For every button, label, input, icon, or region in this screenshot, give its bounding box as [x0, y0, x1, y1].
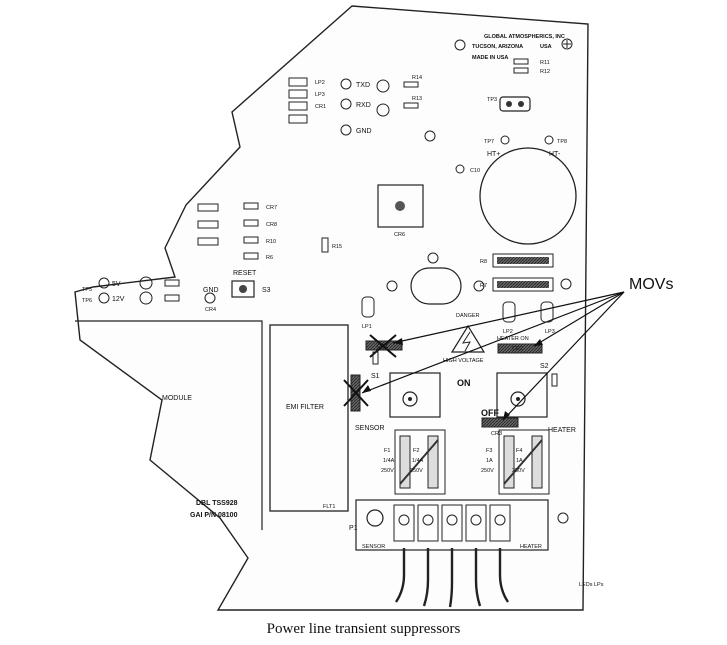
sensor-label: SENSOR [355, 425, 385, 432]
gnd2-label: GND [203, 287, 219, 294]
part-label: R11 [540, 60, 550, 66]
svg-text:F1: F1 [384, 448, 390, 454]
part-label: CR2 [512, 346, 523, 352]
company-name: GLOBAL ATMOSPHERICS, INC [484, 34, 565, 40]
svg-text:1A: 1A [486, 458, 493, 464]
tp7-label: TP7 [484, 139, 494, 145]
svg-text:1A: 1A [516, 458, 523, 464]
wires [394, 548, 510, 608]
s1-label: S1 [371, 373, 380, 380]
danger-label: DANGER [456, 313, 480, 319]
part-label: FLT1 [323, 504, 335, 510]
arrow-heads [362, 338, 543, 420]
s2-label: S2 [540, 363, 549, 370]
svg-text:250V: 250V [512, 468, 525, 474]
fuse-label-f4: F4 1A 250V [512, 448, 525, 474]
mount-hole [561, 38, 573, 50]
reset-label: RESET [233, 270, 257, 277]
part-label: CR6 [394, 232, 405, 238]
part-label: LP2 [503, 329, 513, 335]
made-in-label: MADE IN USA [472, 55, 508, 61]
ht-minus-label: HT- [549, 151, 561, 158]
bridge-rectifier [377, 184, 424, 228]
part-label: R15 [332, 244, 342, 250]
svg-text:250V: 250V [481, 468, 494, 474]
v12-label: 12V [112, 296, 125, 303]
connector-p5 [499, 96, 531, 112]
heater-on-label: HEATER ON [497, 336, 529, 342]
part-label: LP1 [362, 324, 372, 330]
off-label: OFF [481, 408, 499, 418]
part-label: LP3 [315, 92, 325, 98]
mov-cr2 [497, 343, 543, 354]
movs-callout-label: MOVs [629, 276, 674, 293]
c10-label: C10 [470, 168, 480, 174]
part-label: CR1 [377, 344, 388, 350]
part-label: TP6 [82, 298, 92, 304]
gnd-label: GND [356, 128, 372, 135]
part-label: R10 [266, 239, 276, 245]
figure-caption: Power line transient suppressors [266, 621, 461, 637]
emi-filter-label: EMI FILTER [286, 404, 324, 411]
mount-hole [454, 39, 466, 51]
tp8-label: TP8 [557, 139, 567, 145]
city-label: TUCSON, ARIZONA [472, 44, 523, 50]
fuse-label-f1: F1 1/4A 250V [381, 448, 395, 474]
mov-cr4 [481, 417, 519, 428]
svg-text:250V: 250V [410, 468, 423, 474]
part-number-label: GAI P/N 08100 [190, 512, 238, 519]
fuse-label-f2: F2 1/4A 250V [410, 448, 424, 474]
country-label: USA [540, 44, 552, 50]
part-label: CR1 [315, 104, 326, 110]
part-label: TP3 [487, 97, 497, 103]
svg-text:250V: 250V [381, 468, 394, 474]
part-label: R12 [540, 69, 550, 75]
emi-filter [269, 324, 349, 512]
rxd-label: RXD [356, 102, 371, 109]
heater-label: HEATER [548, 427, 576, 434]
fuse-block [394, 429, 550, 495]
sensor-bottom-label: SENSOR [362, 544, 385, 550]
part-label: TP5 [82, 287, 92, 293]
mov-callout-arrows [361, 291, 625, 421]
board-outline [74, 5, 589, 611]
v5-label: 5V [112, 281, 121, 288]
high-voltage-label: HIGH VOLTAGE [443, 358, 484, 364]
part-label: CR3 [491, 431, 502, 437]
svg-text:F4: F4 [516, 448, 522, 454]
reset-switch [231, 280, 255, 298]
part-label: LP3 [545, 329, 555, 335]
part-label: CR8 [266, 222, 277, 228]
part-label: R8 [480, 259, 487, 265]
model-label: DBL TSS928 [196, 500, 238, 507]
p1-label: P1 [349, 525, 358, 532]
on-label: ON [457, 378, 471, 388]
module-label: MODULE [162, 395, 192, 402]
txd-label: TXD [356, 82, 370, 89]
heater-bottom-label: HEATER [520, 544, 542, 550]
heater-element [479, 147, 577, 245]
footer-code: LEDs LPs [579, 582, 604, 588]
part-label: LP2 [315, 80, 325, 86]
fuse-label-f3: F3 1A 250V [481, 448, 494, 474]
part-label: R13 [412, 96, 422, 102]
transformer [410, 267, 462, 305]
svg-text:F2: F2 [413, 448, 419, 454]
svg-text:1/4A: 1/4A [383, 458, 395, 464]
s3-label: S3 [262, 287, 271, 294]
svg-text:1/4A: 1/4A [412, 458, 424, 464]
ht-plus-label: HT+ [487, 151, 500, 158]
switch-s2 [496, 372, 548, 418]
part-label: R6 [266, 255, 273, 261]
part-label: CR7 [266, 205, 277, 211]
part-label: R7 [480, 283, 487, 289]
svg-text:F3: F3 [486, 448, 492, 454]
part-label: CR4 [205, 307, 216, 313]
part-label: R14 [412, 75, 422, 81]
